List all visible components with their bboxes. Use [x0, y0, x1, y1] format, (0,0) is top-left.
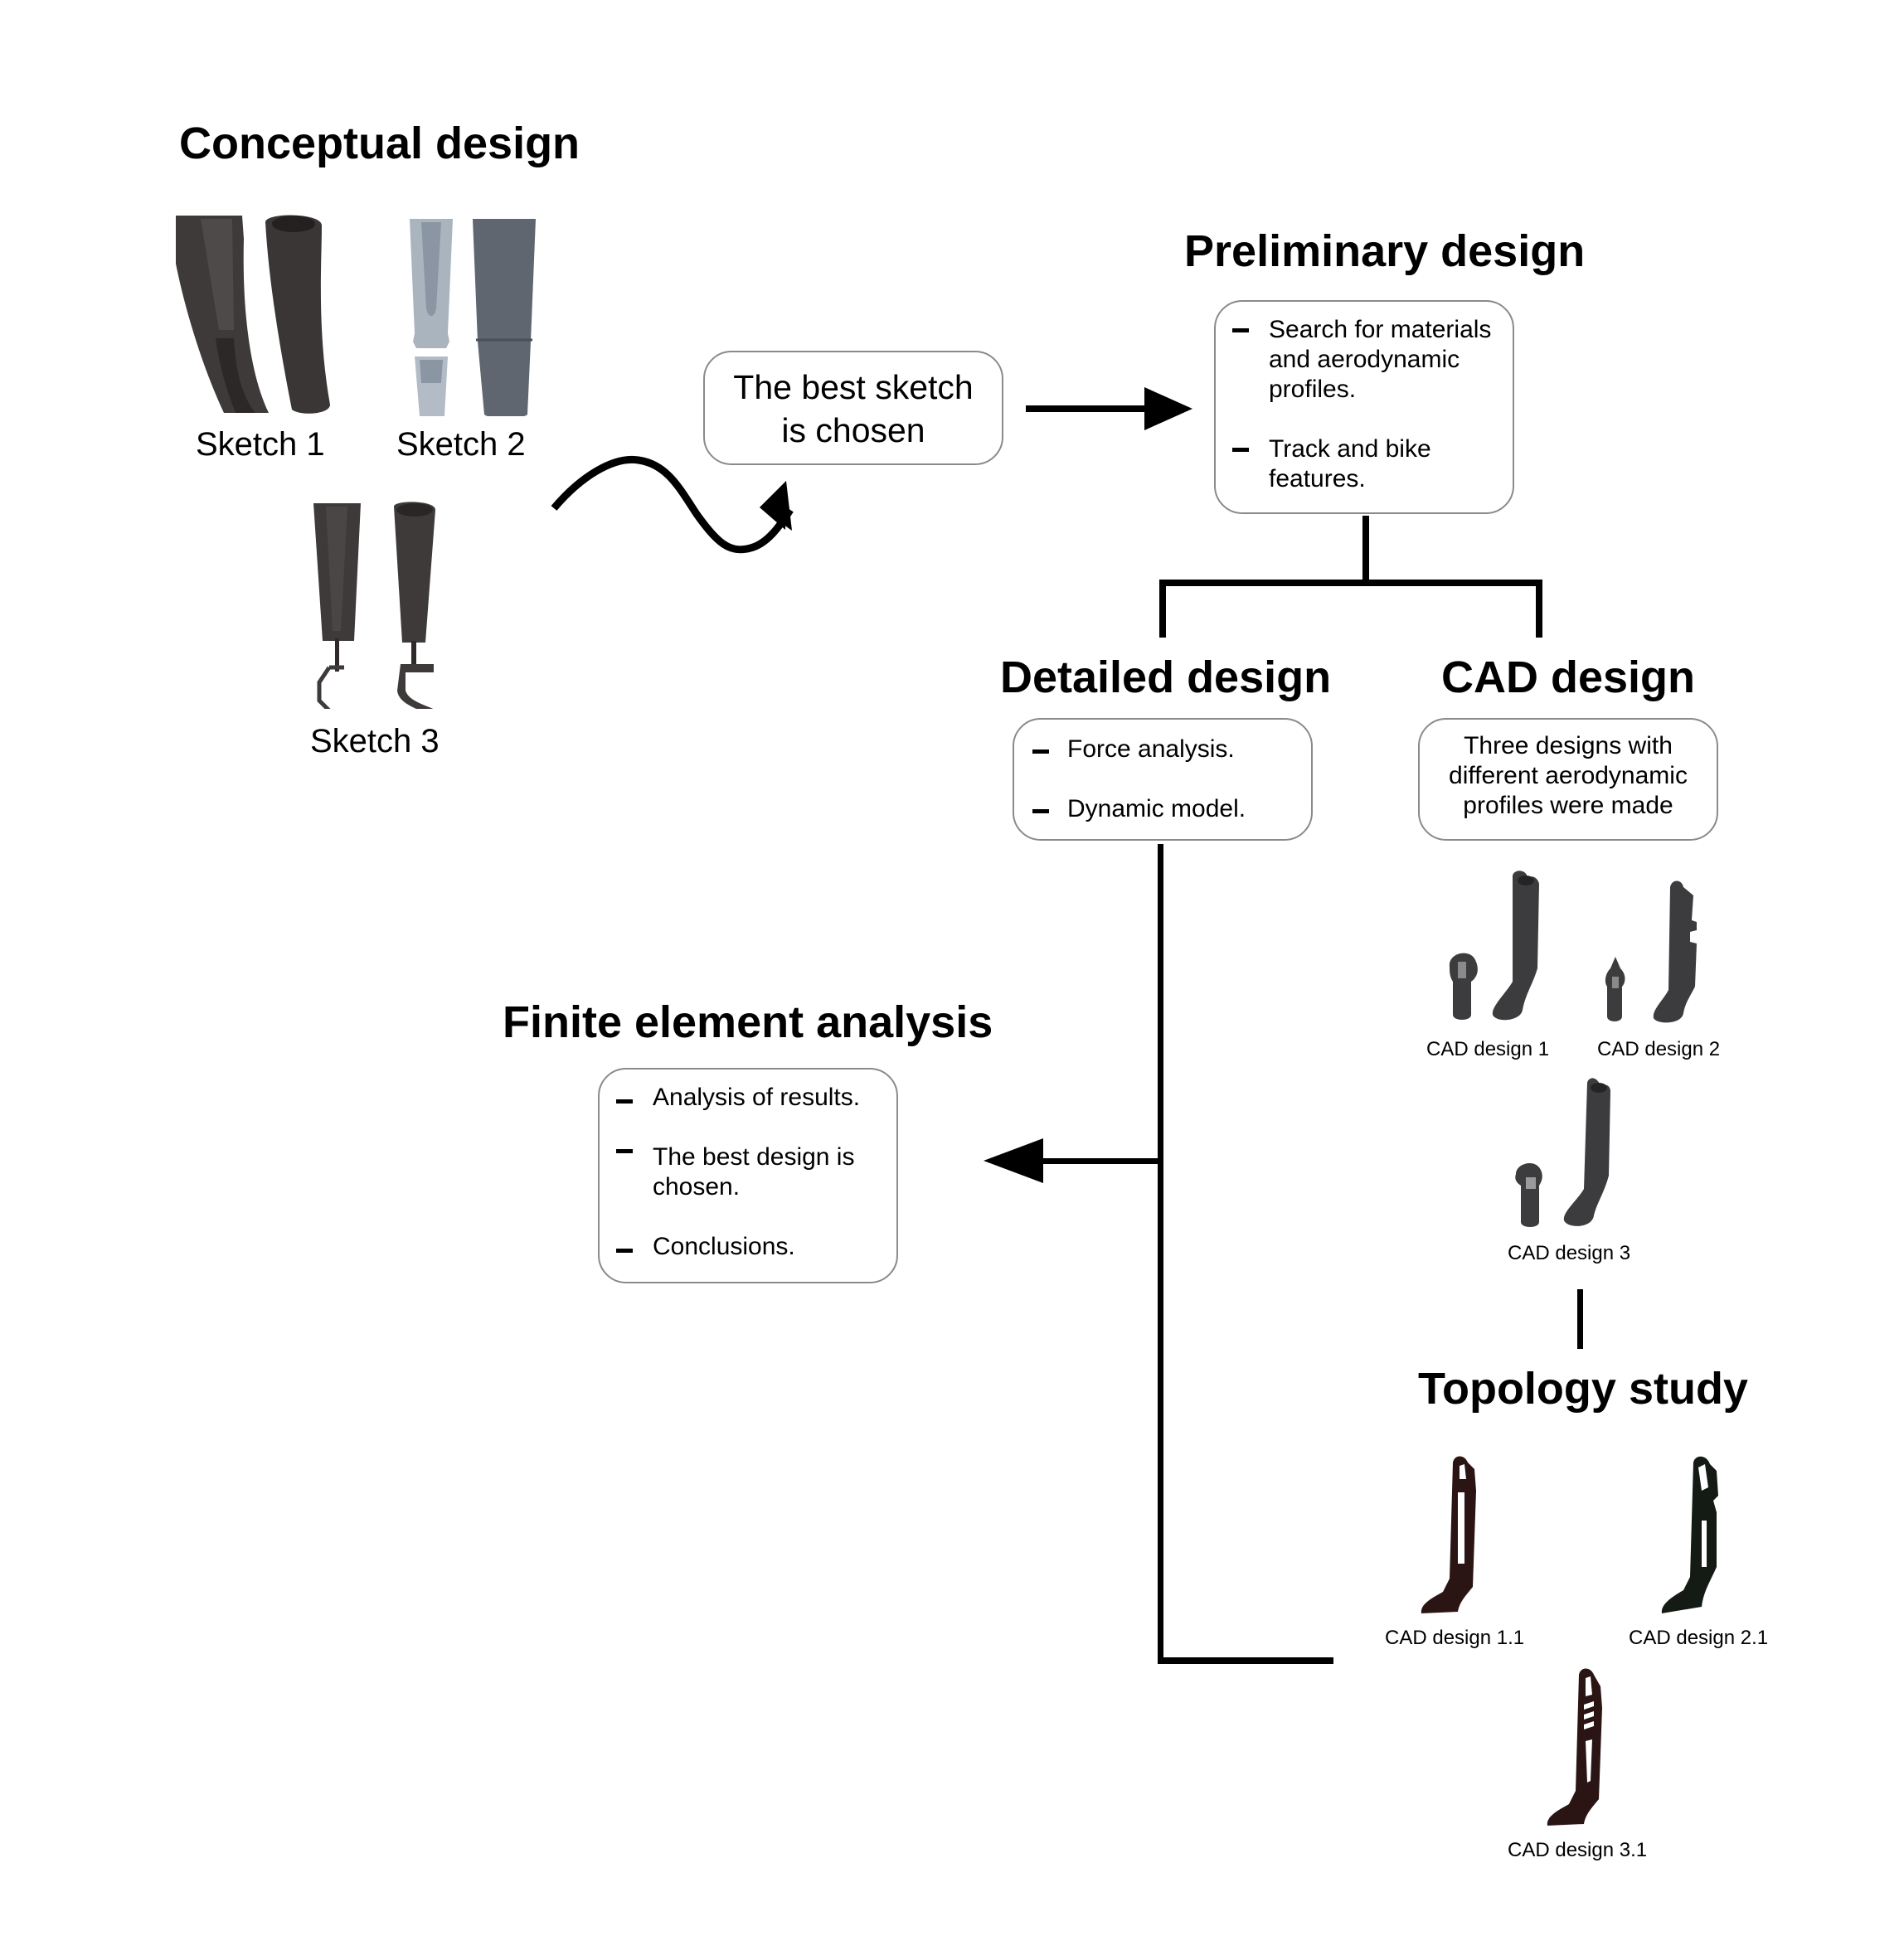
sketch-1-label: Sketch 1	[196, 426, 325, 463]
preliminary-design-title: Preliminary design	[1184, 226, 1586, 276]
fea-item-line: The best design is	[653, 1143, 855, 1171]
cad-design-3-1-label: CAD design 3.1	[1508, 1839, 1648, 1861]
cad-design-3-label: CAD design 3	[1508, 1242, 1631, 1264]
detailed-item-text: Dynamic model.	[1067, 795, 1246, 822]
dash-bullet-icon	[616, 1099, 633, 1104]
fea-item-line: chosen.	[653, 1173, 741, 1201]
detailed-trunk	[1158, 844, 1163, 1663]
cad-design-2-1-image	[1661, 1456, 1718, 1613]
topology-study-title: Topology study	[1418, 1364, 1748, 1414]
branch-right-leg	[1536, 580, 1542, 638]
cad-design-2-1-label: CAD design 2.1	[1629, 1627, 1769, 1649]
dash-bullet-icon	[1032, 749, 1049, 754]
wavy-arrow-tip	[760, 481, 792, 531]
detailed-design-title: Detailed design	[1000, 652, 1332, 702]
branch-stem	[1362, 516, 1369, 582]
preliminary-item-line: features.	[1269, 465, 1366, 492]
sketch-2-image	[410, 219, 536, 416]
cad-design-1-label: CAD design 1	[1426, 1038, 1550, 1060]
cad-design-1-image	[1449, 871, 1539, 1021]
branch-left-leg	[1159, 580, 1166, 638]
fea-item-line: Analysis of results.	[653, 1084, 861, 1111]
cad-design-3-image	[1515, 1078, 1610, 1227]
preliminary-item-line: and aerodynamic	[1269, 346, 1460, 373]
cad-design-3-1-image	[1547, 1668, 1602, 1826]
best-sketch-box: The best sketch is chosen	[703, 351, 1003, 465]
topology-link-line	[1158, 1657, 1333, 1664]
preliminary-design-box: Search for materials and aerodynamic pro…	[1214, 300, 1514, 514]
best-sketch-line-2: is chosen	[781, 411, 925, 449]
detailed-design-box: Force analysis. Dynamic model.	[1013, 718, 1313, 841]
sketch-1-image	[176, 215, 330, 414]
fea-title: Finite element analysis	[503, 997, 993, 1047]
dash-bullet-icon	[1232, 448, 1249, 452]
fea-item-line: Conclusions.	[653, 1233, 795, 1260]
dash-bullet-icon	[1032, 809, 1049, 813]
branch-bar	[1159, 580, 1542, 586]
cad-design-2-label: CAD design 2	[1597, 1038, 1721, 1060]
fea-box: Analysis of results. The best design is …	[598, 1068, 898, 1283]
preliminary-item-line: profiles.	[1269, 376, 1357, 403]
preliminary-item-line: Track and bike	[1269, 435, 1431, 463]
sketch-2-label: Sketch 2	[396, 426, 526, 463]
cad-design-2-image	[1605, 880, 1697, 1023]
dash-bullet-icon	[616, 1149, 633, 1153]
cad-description-line: Three designs with	[1464, 732, 1673, 759]
best-sketch-line-1: The best sketch	[733, 368, 974, 406]
sketch-3-label: Sketch 3	[310, 723, 440, 759]
dash-bullet-icon	[1232, 328, 1249, 332]
wavy-arrow-line	[551, 455, 794, 554]
cad-topology-connector	[1577, 1289, 1583, 1349]
cad-design-1-1-image	[1421, 1456, 1476, 1613]
cad-design-title: CAD design	[1441, 652, 1696, 702]
conceptual-design-title: Conceptual design	[179, 119, 580, 168]
arrow-to-preliminary-head	[1144, 387, 1192, 430]
cad-description-line: profiles were made	[1463, 792, 1673, 819]
cad-design-box: Three designs with different aerodynamic…	[1418, 718, 1718, 841]
dash-bullet-icon	[616, 1249, 633, 1253]
cad-description-line: different aerodynamic	[1449, 762, 1688, 789]
detailed-item-text: Force analysis.	[1067, 735, 1235, 763]
cad-design-1-1-label: CAD design 1.1	[1385, 1627, 1525, 1649]
fea-arrow-line	[1032, 1158, 1161, 1164]
sketch-3-image	[313, 502, 435, 709]
preliminary-item-line: Search for materials	[1269, 316, 1492, 343]
fea-arrow-head	[984, 1138, 1043, 1183]
